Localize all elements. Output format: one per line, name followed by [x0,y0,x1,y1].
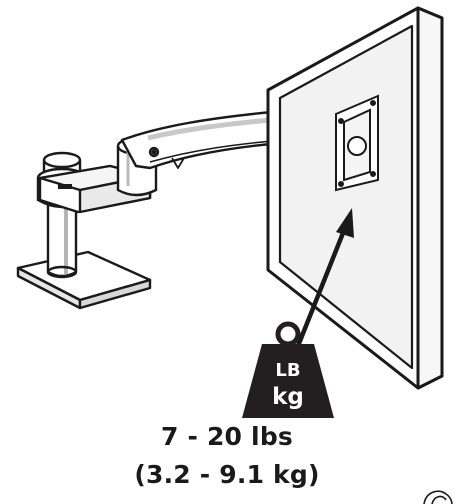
weight-unit-kg: kg [272,384,304,410]
capacity-metric-label: (3.2 - 9.1 kg) [134,460,320,489]
weight-unit-lb: LB [275,360,300,381]
monitor [266,6,444,390]
corner-mark-icon [423,490,453,504]
vesa-mount-plate [335,94,379,192]
support-pole [46,194,78,279]
capacity-imperial-label: 7 - 20 lbs [160,422,294,451]
weight-icon: LB kg [242,321,334,418]
load-arrow [295,208,354,349]
desk-clamp-base [16,250,152,310]
